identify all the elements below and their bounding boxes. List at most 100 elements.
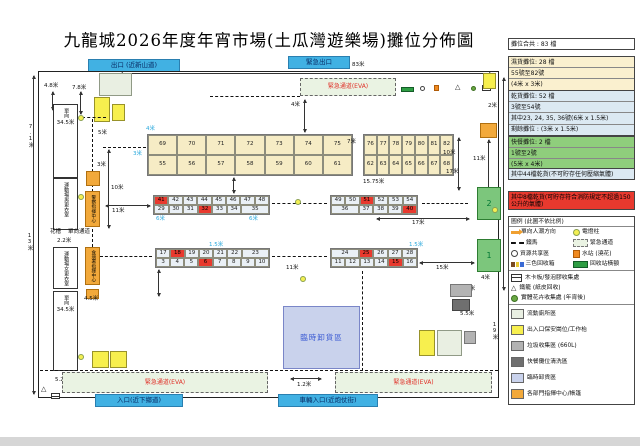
entrance-label: 入口(近下鄉道) <box>95 394 183 407</box>
stall-cell: 51 <box>359 196 374 205</box>
legend-label: 鐵馬 <box>526 239 538 246</box>
one-way-path-label: 單向通道 <box>68 229 91 235</box>
stall-cell: 69 <box>148 135 178 155</box>
command-tent-box <box>86 171 100 186</box>
measure-label: 15米 <box>436 265 449 271</box>
side-dimension-arrow <box>501 77 506 291</box>
barrier-dashed-line <box>422 203 468 204</box>
police-command-center: 警察指揮中心 <box>85 191 100 227</box>
legend-label: 單向人潮方向 <box>521 229 556 236</box>
stall-cell: 78 <box>389 135 403 155</box>
dimension-arrow <box>106 149 111 229</box>
barrier-dashed-line <box>210 96 300 97</box>
stall-cell: 10 <box>254 258 269 267</box>
stall-cell: 67 <box>427 155 441 175</box>
measure-label: 5.5米 <box>460 311 475 317</box>
stall-cell: 29 <box>154 205 169 214</box>
lamp-post-icon <box>573 228 580 236</box>
dimension-arrow <box>376 216 470 221</box>
stall-cell: 8 <box>226 258 241 267</box>
dimension-arrow <box>456 137 461 191</box>
legend-swatch-label: 快餐攤位清洗區 <box>527 359 568 366</box>
pallet-icon <box>511 273 522 282</box>
legend-swatch-list: 流動廁所區 出入口保安崗位/工作枱 垃圾收集區 (660L) 快餐攤位清洗區 臨… <box>509 306 634 402</box>
stall-cell: 39 <box>387 205 403 214</box>
stall-cell: 75 <box>322 135 352 155</box>
stall-cell: 46 <box>225 196 241 205</box>
stall-cell: 21 <box>213 249 228 258</box>
legend-swatch-label: 臨時卸貨區 <box>527 375 556 382</box>
stall-cell: 64 <box>389 155 403 175</box>
stall-cell: 47 <box>240 196 255 205</box>
cage-icon <box>41 386 46 393</box>
stall-cell: 15 <box>388 258 403 267</box>
flower-collection-icon <box>511 294 518 302</box>
security-post-box <box>419 330 435 356</box>
stall-cell: 35 <box>241 205 269 214</box>
stall-cell: 9 <box>240 258 255 267</box>
stall-cell: 48 <box>254 196 269 205</box>
refuse-collection-box <box>450 284 472 297</box>
legend-swatch-row: 臨時卸貨區 <box>509 370 634 386</box>
stall-cell: 63 <box>376 155 390 175</box>
stall-cell: 6 <box>198 258 213 267</box>
stall-cell: 57 <box>206 155 236 175</box>
dimension-arrow <box>419 260 475 265</box>
lamp-post-icon <box>492 207 498 213</box>
legend-label: 水站 (澆花) <box>582 250 612 257</box>
security-post-box <box>112 104 125 121</box>
sharing-zone-icon <box>420 86 425 91</box>
portable-toilet-box <box>99 73 132 96</box>
dry-note-label: 其中44檔乾貨(不可貯存任何壓縮氣體) <box>511 170 614 178</box>
barrier-dashed-line <box>92 119 93 257</box>
stall-cell: 62 <box>364 155 377 175</box>
stall-cell: 25 <box>358 249 374 258</box>
stall-cell: 71 <box>206 135 236 155</box>
stall-cell: 42 <box>168 196 183 205</box>
measure-label: 83米 <box>352 62 365 68</box>
stall-cell: 4 <box>170 258 185 267</box>
lamp-post-icon <box>300 276 306 282</box>
dry-note-box: 其中44檔乾貨(不可貯存任何壓縮氣體) <box>508 168 635 181</box>
stall-cell: 70 <box>177 135 207 155</box>
legend-row: 單向人潮方向 電燈柱 <box>509 227 634 237</box>
stall-cell: 24 <box>331 249 359 258</box>
vehicle-entrance-label: 車輛入口(近炮仗街) <box>278 394 378 407</box>
legend-swatch-label: 各部門指揮中心/帳篷 <box>527 391 582 398</box>
legend-label: 實體花卉收集處 (年宵後) <box>521 295 586 302</box>
dimension-arrow <box>290 376 322 381</box>
stall-cell: 19 <box>184 249 199 258</box>
dimension-arrow <box>105 203 151 208</box>
water-station-icon <box>434 85 439 91</box>
dimension-arrow <box>156 269 161 297</box>
info-line: 剩餘攤位 : (3米 x 1.5米) <box>511 126 579 134</box>
measure-label: 13米 <box>26 233 33 251</box>
stall-cell: 49 <box>331 196 346 205</box>
divider <box>509 270 634 272</box>
stall-cell: 50 <box>345 196 360 205</box>
stall-cell: 26 <box>373 249 388 258</box>
stall-cell: 53 <box>388 196 403 205</box>
cage-icon <box>511 285 516 292</box>
measure-label: 6米 <box>156 216 165 222</box>
stall-cell: 73 <box>264 135 294 155</box>
info-line: (4米 x 3米) <box>511 80 543 88</box>
page-edge-band <box>0 437 640 446</box>
male-changing-room-label: 運動場男更衣室 <box>63 182 70 217</box>
stall-cell: 23 <box>241 249 269 258</box>
stall-cell: 27 <box>387 249 403 258</box>
security-post-box <box>92 351 109 368</box>
lamp-post-icon <box>78 194 84 200</box>
stall-cell: 77 <box>376 135 390 155</box>
measure-label: 3米 <box>133 151 142 157</box>
stall-cell: 55 <box>148 155 178 175</box>
measure-label: 4.5米 <box>84 296 99 302</box>
info-line: 乾貨攤位: 52 檔 <box>509 91 634 103</box>
security-post-box <box>110 351 127 368</box>
